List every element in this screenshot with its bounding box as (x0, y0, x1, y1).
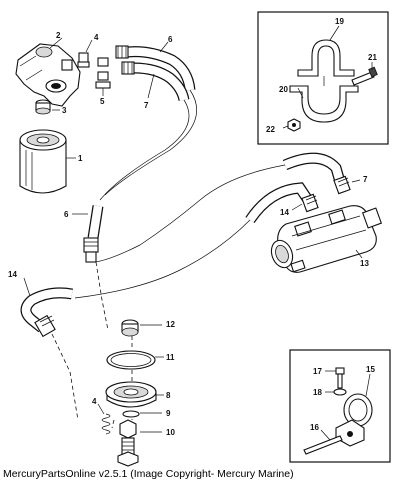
cooler-hose-fittings: 7 14 (280, 175, 368, 217)
callout-14-left: 14 (8, 270, 17, 279)
callout-13: 13 (360, 259, 369, 268)
callout-21: 21 (368, 53, 377, 62)
spring-4-bottom: 4 (92, 397, 111, 435)
hoses (20, 46, 346, 333)
callout-19: 19 (335, 17, 344, 26)
callout-1: 1 (78, 154, 83, 163)
hose-fittings-top: 6 7 (115, 35, 173, 110)
callout-8: 8 (166, 391, 171, 400)
plug-12: 12 (121, 319, 175, 337)
plug-3: 3 (35, 99, 67, 115)
callout-10: 10 (166, 428, 175, 437)
callout-4-top: 4 (94, 33, 99, 42)
inset-clamp-bracket: 17 18 15 16 (289, 349, 391, 463)
callout-22: 22 (266, 125, 275, 134)
image-caption: MercuryPartsOnline v2.5.1 (Image Copyrig… (3, 468, 294, 480)
adapter-housing-8: 8 (105, 381, 171, 408)
callout-7-right: 7 (363, 175, 368, 184)
callout-14-right: 14 (280, 208, 289, 217)
callout-12: 12 (166, 320, 175, 329)
filter-adapter: 2 (15, 31, 81, 107)
o-ring-11: 11 (106, 350, 175, 370)
callout-4-bottom: 4 (92, 397, 97, 406)
washer-9: 9 (122, 409, 171, 418)
callout-5: 5 (100, 97, 105, 106)
callout-20: 20 (279, 85, 288, 94)
callout-7-top: 7 (144, 101, 149, 110)
callout-2: 2 (56, 31, 61, 40)
callout-15: 15 (366, 365, 375, 374)
oil-cooler: 13 (270, 205, 383, 273)
callout-6-top: 6 (168, 35, 173, 44)
fittings-5: 5 (95, 57, 111, 106)
fitting-4-top: 4 (77, 33, 99, 68)
callout-11: 11 (166, 353, 175, 362)
oil-filter: 1 (19, 129, 83, 194)
callout-3: 3 (62, 106, 67, 115)
callout-16: 16 (310, 423, 319, 432)
hose-fitting-14-left: 14 (8, 270, 56, 338)
inset-clamp-assembly: 19 20 21 22 (257, 11, 389, 145)
hose-fitting-6-lower: 6 (64, 210, 99, 263)
callout-18: 18 (313, 388, 322, 397)
callout-6-lower: 6 (64, 210, 69, 219)
fitting-10: 10 (117, 419, 175, 467)
callout-17: 17 (313, 367, 322, 376)
callout-9: 9 (166, 409, 171, 418)
